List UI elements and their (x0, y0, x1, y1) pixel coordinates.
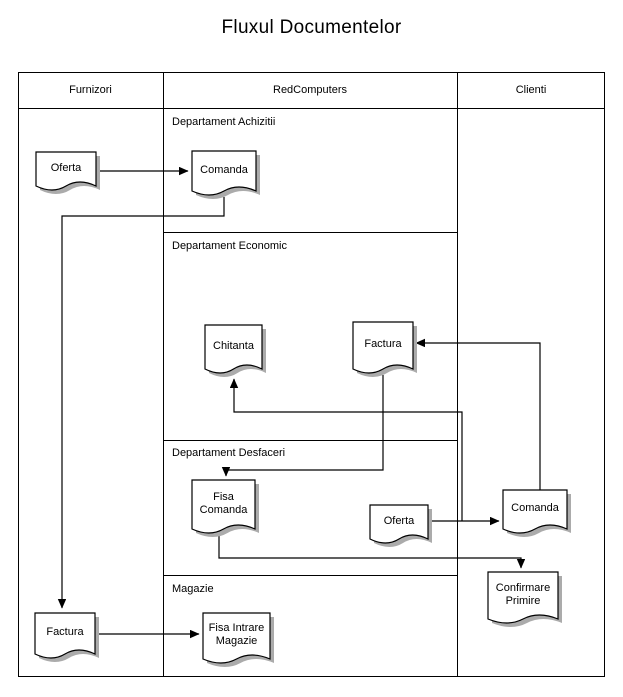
document-node-fisa-comanda (191, 479, 256, 534)
edge-comanda-clienti-to-factura-economic (415, 338, 541, 490)
section-label-economic: Departament Economic (172, 240, 287, 252)
document-node-fisa-intrare-magazie (202, 612, 271, 664)
nodes-layer (34, 150, 571, 667)
document-node-oferta-desfaceri (369, 504, 429, 544)
document-node-confirmare-primire (487, 571, 559, 624)
lane-header-furnizori: Furnizori (69, 84, 112, 96)
edge-comanda-achizitii-to-factura-furnizori (57, 197, 225, 609)
diagram-border (18, 72, 605, 677)
document-node-factura-economic (352, 321, 414, 374)
document-node-factura-furnizori (34, 612, 96, 659)
document-node-chitanta (204, 324, 263, 374)
lane-header-clienti: Clienti (515, 84, 547, 96)
section-label-achizitii: Departament Achizitii (172, 116, 276, 128)
section-label-desfaceri: Departament Desfaceri (172, 447, 286, 459)
edge-factura-economic-to-fisa-comanda (221, 375, 384, 477)
diagram-title: Fluxul Documentelor (221, 17, 402, 38)
section-label-magazie: Magazie (172, 583, 214, 595)
document-node-comanda-achizitii (191, 150, 257, 196)
edge-comanda-clienti-to-chitanta (229, 378, 463, 521)
document-node-comanda-clienti (502, 489, 568, 534)
edge-fisa-comanda-to-confirmare-primire (218, 535, 526, 569)
edges-layer (57, 166, 541, 639)
document-node-oferta-furnizori (35, 151, 97, 191)
swimlane-frame (18, 72, 605, 677)
lane-header-redcomputers: RedComputers (273, 84, 347, 96)
